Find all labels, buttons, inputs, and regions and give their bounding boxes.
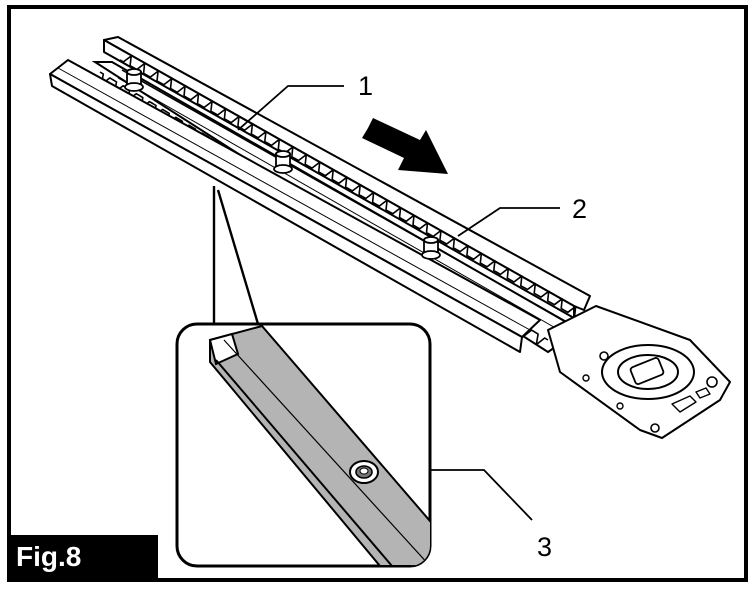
bolt bbox=[421, 236, 441, 260]
figure-label: Fig.8 bbox=[16, 541, 82, 572]
blade-cover-front bbox=[49, 59, 541, 353]
bolt bbox=[273, 150, 293, 174]
callout-number-3: 3 bbox=[537, 532, 552, 562]
callout-number-2: 2 bbox=[572, 194, 587, 224]
cover-screw bbox=[349, 460, 379, 484]
leader-line-2 bbox=[457, 207, 560, 237]
leader-line-1 bbox=[237, 85, 344, 131]
mounting-plate bbox=[547, 305, 731, 439]
blade-teeth-upper bbox=[119, 55, 579, 319]
figure-label-box bbox=[9, 535, 158, 580]
bolt bbox=[124, 68, 144, 92]
callout-number-1: 1 bbox=[358, 71, 373, 101]
detail-leader-inner bbox=[216, 189, 260, 325]
blade-cover-rear bbox=[103, 36, 591, 319]
arrow-right-down-icon bbox=[362, 118, 448, 174]
detail-inset bbox=[175, 322, 432, 568]
